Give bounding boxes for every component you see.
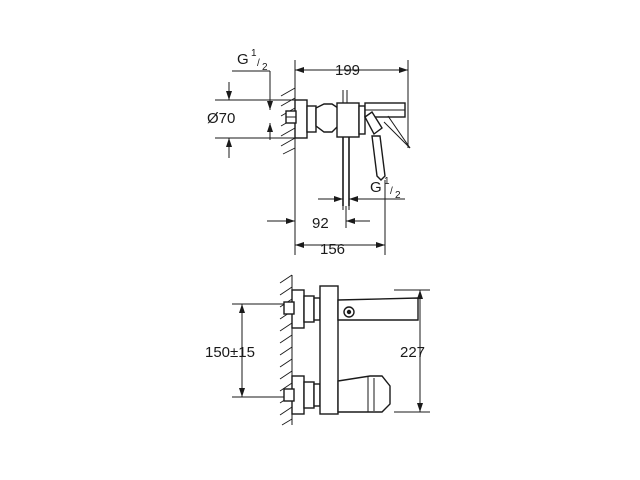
- dim-depth: 156: [295, 180, 386, 258]
- depth-label: 156: [320, 241, 345, 258]
- thread-inlet-num: 1: [251, 48, 257, 59]
- front-mixer-body: [319, 285, 419, 415]
- spout-offset-label: 92: [312, 215, 329, 232]
- thread-inlet-slash: /: [257, 58, 260, 69]
- height-total-label: 227: [400, 344, 425, 361]
- top-mixer-body: [336, 90, 411, 206]
- inlet-spacing-label: 150±15: [205, 344, 255, 361]
- front-upper-connection: [283, 289, 321, 329]
- thread-outlet-slash: /: [390, 186, 393, 197]
- dim-height-total: 227: [394, 289, 430, 413]
- dim-thread-inlet: G 1 / 2: [232, 48, 273, 140]
- dim-spout-offset: 92: [267, 150, 370, 255]
- front-view: 150±15 227: [205, 274, 430, 426]
- dim-width-total: 199: [294, 60, 409, 148]
- dim-thread-outlet: G 1 / 2: [318, 176, 405, 210]
- dim-inlet-spacing: 150±15: [205, 303, 284, 398]
- thread-outlet-g: G: [370, 179, 382, 196]
- width-total-label: 199: [335, 62, 360, 79]
- thread-outlet-num: 1: [384, 176, 390, 187]
- front-wall-hatching: [279, 274, 293, 426]
- diameter-label: Ø70: [207, 110, 235, 127]
- thread-inlet-g: G: [237, 51, 249, 68]
- dim-diameter: Ø70: [207, 82, 295, 158]
- top-rosette: [285, 99, 339, 139]
- top-view: G 1 / 2 Ø70 199: [207, 48, 411, 258]
- thread-inlet-den: 2: [262, 62, 268, 73]
- thread-outlet-den: 2: [395, 190, 401, 201]
